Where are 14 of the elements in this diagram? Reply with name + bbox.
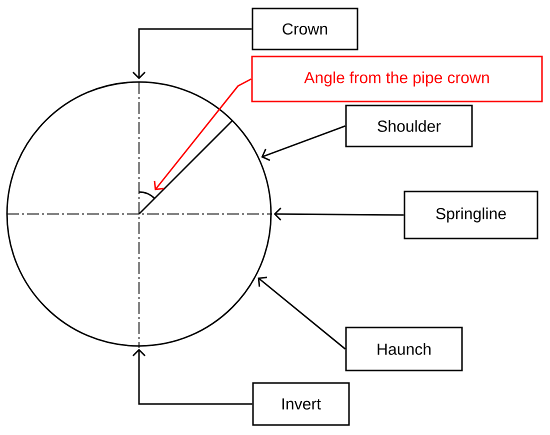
arrow: [132, 28, 252, 80]
arrow: [261, 125, 346, 162]
label-box: Invert: [252, 382, 350, 426]
arrow: [154, 78, 252, 190]
arrow: [258, 276, 346, 350]
pipe-circle: [6, 81, 272, 347]
angle-arc: [138, 191, 156, 199]
label-box: Haunch: [345, 326, 463, 372]
label-box: Crown: [252, 8, 358, 50]
arrow: [132, 348, 252, 405]
label-box: Shoulder: [345, 104, 473, 148]
label-box: Angle from the pipe crown: [251, 56, 543, 102]
label-box: Springline: [404, 190, 538, 240]
arrow: [274, 208, 404, 221]
